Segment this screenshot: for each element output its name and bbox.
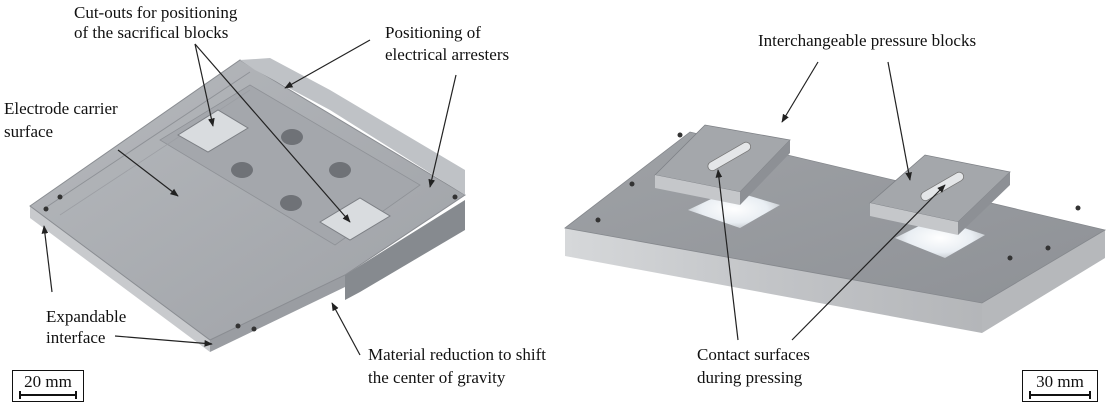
countersunk-hole [281,129,303,145]
label-carrier-line1: Electrode carrier [4,99,118,118]
screw-hole [595,217,601,223]
arrow-arresters-2 [428,74,457,188]
pressure-block-side [958,172,1010,235]
arrow-arresters-1 [284,39,371,89]
screw-hole [251,326,257,332]
countersunk-hole [231,162,253,178]
screw-hole [57,194,63,200]
pressing-plate [564,124,1107,333]
screw-hole [1075,205,1081,211]
plate-front-face [565,228,982,333]
screw-hole [1045,245,1051,251]
screw-hole [629,181,635,187]
arrow-interface-2 [114,335,213,347]
plate-back-rim [240,58,465,195]
scale-bar-right-line [1029,391,1091,399]
left-annotation-arrows [41,39,457,356]
label-cutouts-line2: of the sacrifical blocks [74,23,229,42]
label-contact-line2: during pressing [697,368,803,387]
arrow-cutout-1 [194,43,215,127]
screw-hole [452,194,458,200]
label-arresters-line1: Positioning of [385,23,481,42]
label-pressure-blocks: Interchangeable pressure blocks [758,31,977,50]
plate-front-face [30,206,210,352]
electrode-carrier-plate [29,58,466,352]
scale-bar-left: 20 mm [12,370,84,402]
arrow-contact-1 [715,169,739,341]
groove-line [44,71,251,209]
label-carrier-line2: surface [4,122,54,141]
pressure-block-side [740,140,790,205]
plate-right-lower-face [210,275,345,352]
arrow-pressure-block-1 [781,61,819,123]
screw-hole [1007,255,1013,261]
material-reduction-step [345,200,465,300]
scale-bar-left-text: 20 mm [24,372,72,391]
pressure-block-front [870,203,958,235]
screw-hole [677,132,683,138]
screw-hole [235,323,241,329]
arrow-interface-1 [41,225,53,293]
scale-bar-left-line [19,391,77,399]
label-interface-line2: interface [46,328,106,347]
label-interface-line1: Expandable [46,307,127,326]
arrow-electrode-surface [117,149,179,197]
label-material-line1: Material reduction to shift [368,345,546,364]
contact-surface [707,141,752,172]
arrow-cutout-2 [194,43,351,223]
label-material-line2: the center of gravity [368,368,506,387]
countersunk-hole [329,162,351,178]
countersunk-hole [280,195,302,211]
right-annotation-arrows [715,61,946,341]
plate-top-surface [29,59,466,341]
label-contact-line1: Contact surfaces [697,345,810,364]
label-cutouts-line1: Cut-outs for positioning [74,3,238,22]
label-arresters-line2: electrical arresters [385,45,510,64]
sacrificial-block-cutout [319,197,391,241]
arrow-pressure-block-2 [887,61,912,181]
sacrificial-block-cutout [177,109,249,153]
arrow-contact-2 [791,184,946,341]
arrow-material-reduction [331,302,361,356]
plate-right-face [982,230,1105,333]
pressure-opening [688,190,780,228]
screw-hole [43,206,49,212]
scale-bar-right-text: 30 mm [1036,372,1084,391]
scale-bar-right: 30 mm [1022,370,1098,402]
pressure-block-front [655,175,740,205]
